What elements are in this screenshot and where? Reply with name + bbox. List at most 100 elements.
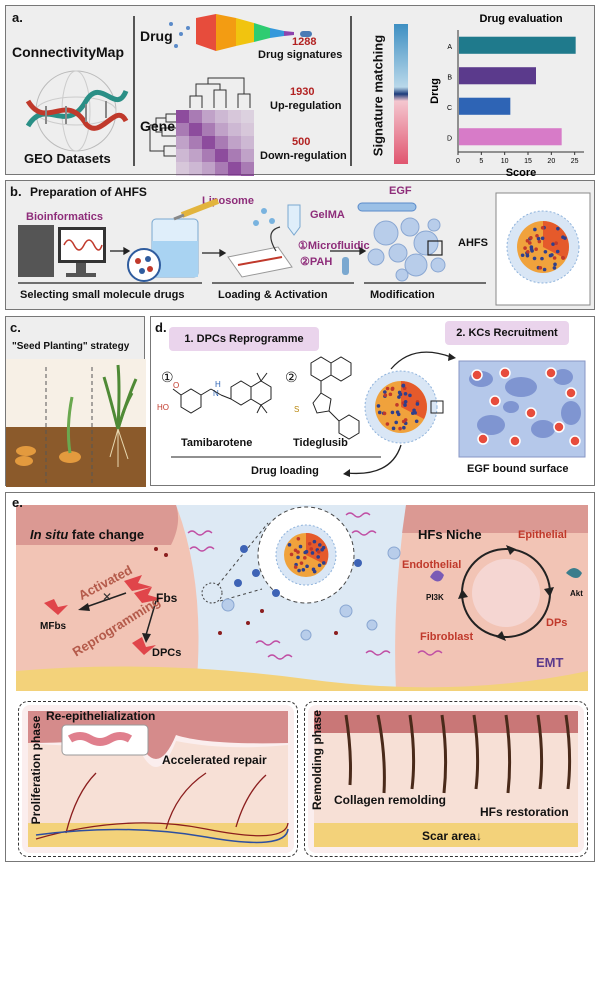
tamibarotene-atom-n: N (213, 389, 219, 398)
drug-dot (296, 537, 301, 541)
panel-d-tag: d. (155, 320, 167, 335)
down-regulation-count: 500 (292, 136, 311, 148)
small-particle-circle (201, 582, 223, 604)
drug-dot (397, 395, 401, 399)
drug-dot (537, 239, 542, 244)
heatmap-cell (176, 110, 189, 123)
egf-marker (545, 367, 557, 379)
panel-e-graphics: ✕ (16, 505, 588, 853)
drug-signature-count: 1288 (292, 36, 317, 48)
drug-dot (383, 393, 388, 397)
x-tick-label: 15 (524, 158, 532, 165)
heatmap-cell (176, 149, 189, 162)
bar-A (459, 36, 576, 54)
panel-b-tag: b. (10, 184, 22, 199)
gelma-label: GelMA (310, 209, 345, 221)
drug-dot (303, 556, 307, 560)
heatmap-cell (202, 175, 215, 176)
pi3k-icon (430, 570, 444, 582)
drug-dot (311, 567, 316, 572)
drug-dot (402, 425, 406, 430)
drug-dot (317, 563, 322, 568)
seed-planting-title: "Seed Planting" strategy (12, 341, 130, 352)
beaker-icon (127, 218, 199, 282)
egf-marker (525, 407, 537, 419)
drug-dot (390, 387, 395, 391)
akt-icon (566, 568, 582, 578)
egf-ribbon-icon (357, 202, 417, 212)
drug-dot (297, 568, 301, 573)
hair-follicles (344, 714, 572, 794)
drug-dot (318, 543, 322, 547)
drug-dot (296, 555, 300, 560)
heatmap-cell (176, 123, 189, 136)
x-axis-label: Score (506, 167, 537, 176)
dendrogram-icon (149, 77, 251, 157)
heatmap-cell (189, 123, 202, 136)
microsphere-cluster (367, 217, 446, 282)
y-tick-label: C (447, 105, 452, 112)
heatmap-cell (215, 123, 228, 136)
hfs-niche-label: HFs Niche (418, 527, 482, 542)
heatmap-cell (241, 175, 254, 176)
drug-dot (377, 410, 382, 415)
dropper-icon (173, 198, 220, 221)
fat-layer (16, 666, 588, 691)
drug-dot (316, 550, 321, 554)
flow-arrows (110, 246, 367, 258)
block-x-mark: ✕ (102, 590, 112, 604)
drug-loading-label: Drug loading (251, 465, 319, 477)
drug-dot (388, 392, 393, 397)
drug-dot (535, 233, 539, 238)
number-two: ② (285, 369, 298, 385)
egf-bound-surface-label: EGF bound surface (467, 463, 569, 475)
heatmap-cell (176, 136, 189, 149)
egf-marker-dots (471, 367, 581, 447)
drug-dot (391, 426, 396, 431)
panel-a-tag: a. (12, 10, 23, 25)
dpcs-label: DPCs (152, 647, 182, 659)
heatmap-cell (202, 149, 215, 162)
drug-dot (542, 267, 547, 272)
heatmap-cell (228, 149, 241, 162)
drug-dot (415, 402, 420, 406)
fibroblast-label: Fibroblast (420, 631, 474, 643)
signature-gradient-bar (394, 24, 408, 164)
drug-dot (538, 266, 543, 270)
egf-label: EGF (389, 185, 412, 197)
heatmap-cell (176, 175, 189, 176)
drug-dot (321, 545, 326, 550)
drug-dot (555, 249, 560, 254)
tideglusib-structure (310, 356, 360, 440)
heatmap-cell (241, 123, 254, 136)
panel-b: b. Preparation of AHFS Bioinformatics Li… (5, 180, 595, 310)
drug-dot (289, 552, 294, 557)
geo-datasets-label: GEO Datasets (24, 151, 111, 166)
scar-area-label: Scar area↓ (422, 829, 483, 843)
panel-c: c. "Seed Planting" strategy (5, 316, 146, 487)
hfs-restoration-label: HFs restoration (480, 805, 569, 819)
pah-label: ②PAH (300, 256, 333, 268)
tamibarotene-atom-o: O (173, 381, 180, 390)
panel-e-tag: e. (12, 495, 23, 510)
heatmap-cell (241, 110, 254, 123)
up-regulation-count: 1930 (290, 86, 315, 98)
microfluidic-label: ①Microfluidic (298, 240, 370, 252)
egf-marker (553, 421, 565, 433)
signal-waves (187, 512, 443, 660)
drug-dot (293, 548, 298, 553)
drug-dot (296, 550, 300, 554)
drug-dot (310, 551, 315, 555)
drug-dot (395, 410, 400, 414)
step-modification: Modification (370, 289, 435, 301)
dps-label: DPs (546, 617, 568, 629)
egf-marker (489, 395, 501, 407)
drug-dot (411, 411, 415, 416)
heatmap-cell (241, 149, 254, 162)
down-regulation-text: Down-regulation (260, 150, 347, 162)
insitu-italic: In situ (30, 527, 69, 542)
number-one: ① (161, 369, 174, 385)
computer-icon (18, 225, 106, 277)
y-tick-label: D (447, 135, 452, 142)
